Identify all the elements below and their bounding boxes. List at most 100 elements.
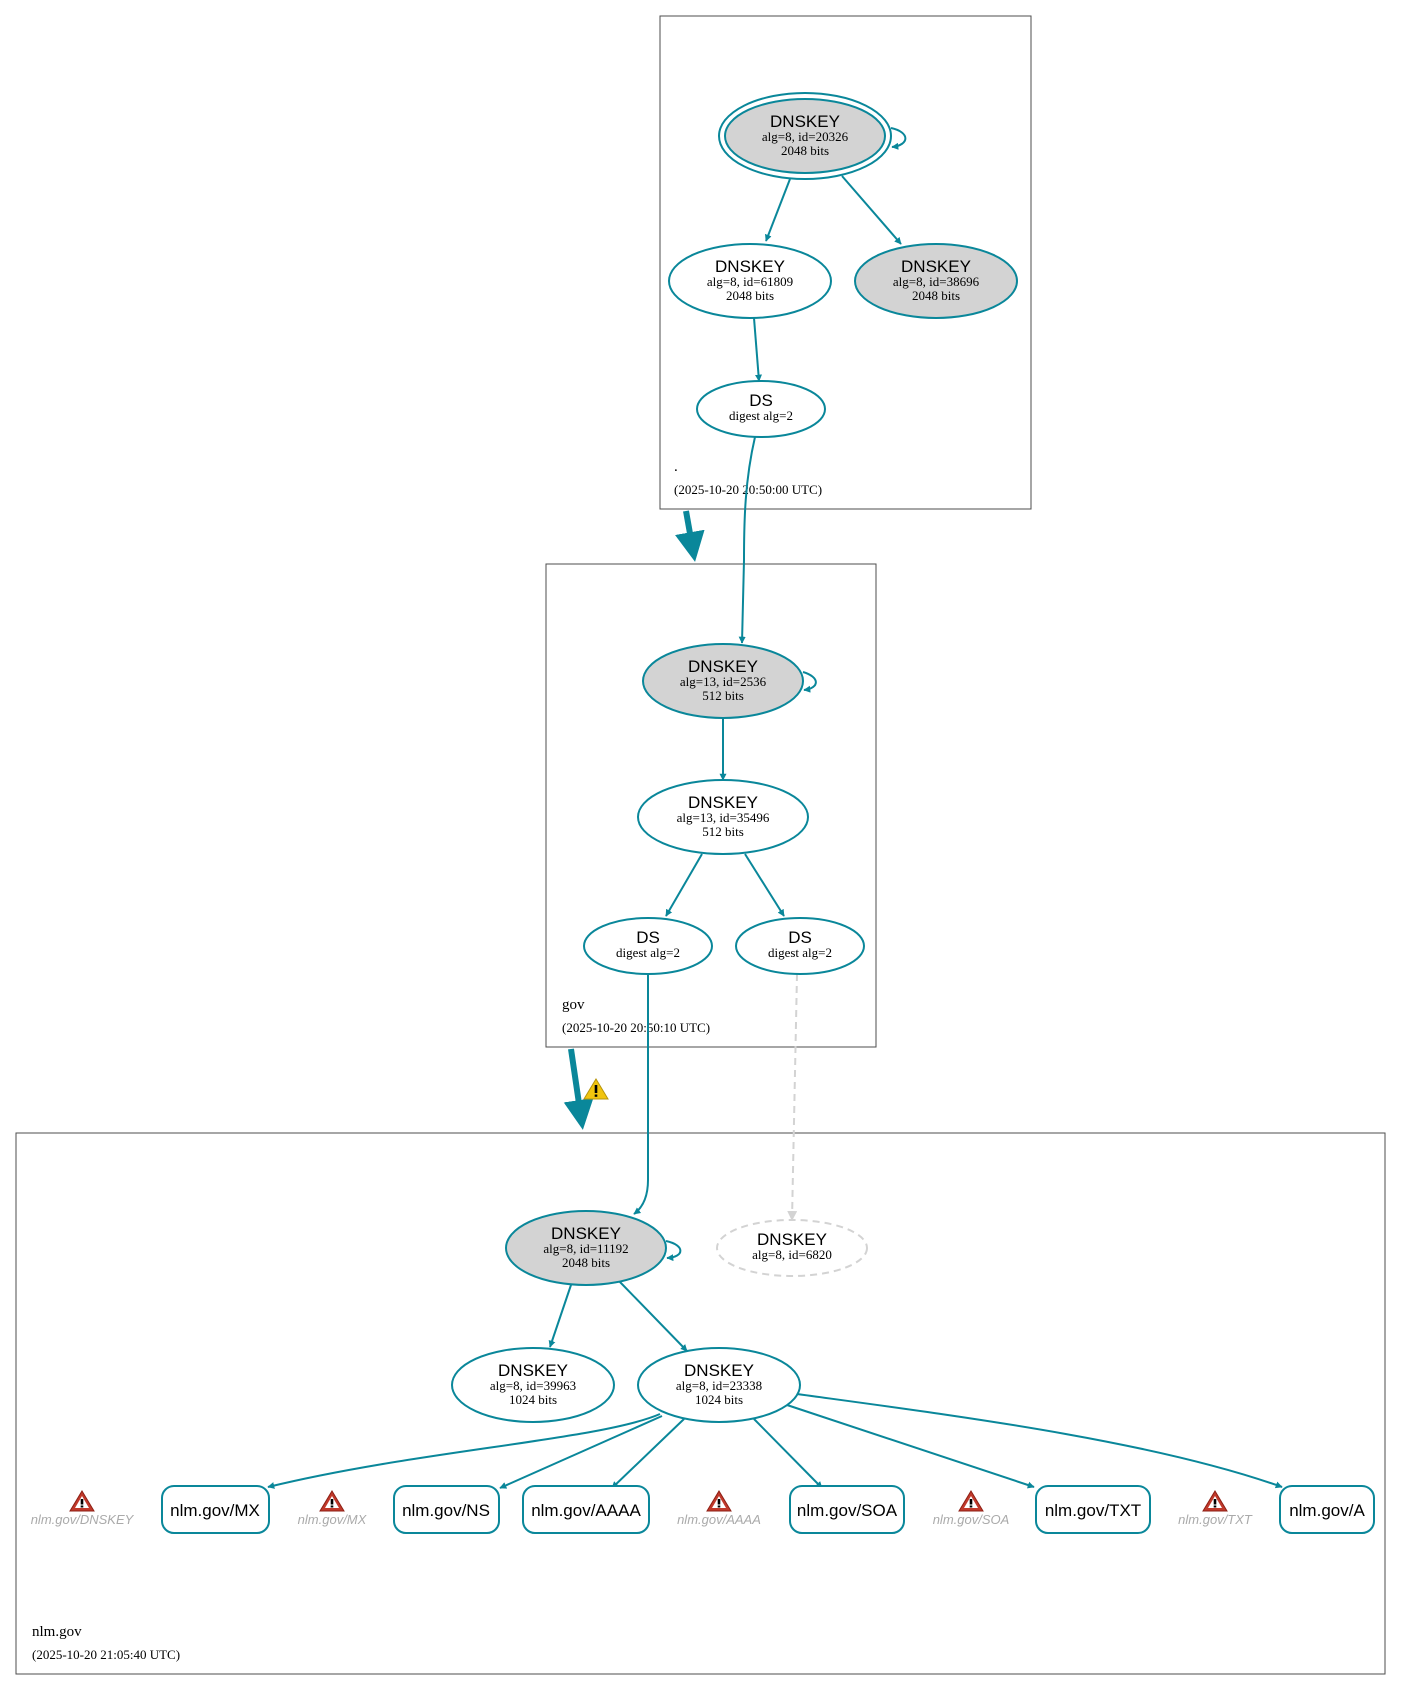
node-nlm-zsk2[interactable]: DNSKEY alg=8, id=23338 1024 bits (637, 1347, 801, 1423)
warning-aaaa[interactable]: nlm.gov/AAAA (677, 1490, 761, 1527)
rrset-soa-label: nlm.gov/SOA (797, 1501, 898, 1520)
zone-root-box (659, 15, 1032, 510)
zone-gov-box (545, 563, 877, 1048)
zone-root-name: . (674, 459, 678, 475)
node-gov-zsk-bits: 512 bits (702, 824, 744, 839)
edge-gov-zsk-to-ds2 (744, 853, 785, 917)
rrset-mx-label: nlm.gov/MX (170, 1501, 260, 1520)
zone-nlm-box (15, 1132, 1386, 1675)
node-gov-ds2-type: DS (788, 928, 812, 947)
node-gov-zsk-type: DNSKEY (688, 793, 758, 812)
error-icon (69, 1490, 95, 1512)
node-gov-zsk[interactable]: DNSKEY alg=13, id=35496 512 bits (637, 779, 809, 855)
node-root-ds[interactable]: DS digest alg=2 (696, 380, 826, 438)
node-root-zsk2-type: DNSKEY (901, 257, 971, 276)
warning-txt[interactable]: nlm.gov/TXT (1178, 1490, 1253, 1527)
node-root-ksk-alg: alg=8, id=20326 (762, 129, 849, 144)
node-root-ksk-type: DNSKEY (770, 112, 840, 131)
node-root-zsk2-bits: 2048 bits (912, 288, 960, 303)
rrset-txt[interactable]: nlm.gov/TXT (1035, 1485, 1151, 1534)
rrset-a-label: nlm.gov/A (1289, 1501, 1365, 1520)
node-nlm-zsk1-alg: alg=8, id=39963 (490, 1378, 576, 1393)
node-nlm-ksk[interactable]: DNSKEY alg=8, id=11192 2048 bits (505, 1210, 667, 1286)
edge-root-zsk1-to-ds (753, 317, 762, 382)
edge-root-ds-to-gov-ksk (738, 436, 756, 644)
node-nlm-zsk2-bits: 1024 bits (695, 1392, 743, 1407)
node-root-ds-type: DS (749, 391, 773, 410)
warning-dnskey-label: nlm.gov/DNSKEY (31, 1512, 135, 1527)
rrset-aaaa-label: nlm.gov/AAAA (531, 1501, 641, 1520)
edge-nlm-ksk-to-zsk1 (548, 1281, 573, 1348)
node-gov-ksk-alg: alg=13, id=2536 (680, 674, 767, 689)
node-nlm-zsk1[interactable]: DNSKEY alg=8, id=39963 1024 bits (451, 1347, 615, 1423)
warning-soa-label: nlm.gov/SOA (933, 1512, 1010, 1527)
node-nlm-zsk2-type: DNSKEY (684, 1361, 754, 1380)
edge-nlm-ksk-self (665, 1240, 682, 1262)
edge-nlm-ksk-to-zsk2 (618, 1280, 688, 1352)
node-gov-zsk-alg: alg=13, id=35496 (677, 810, 770, 825)
edge-nlm-zsk2-to-soa (753, 1418, 823, 1489)
node-gov-ksk-type: DNSKEY (688, 657, 758, 676)
rrset-a[interactable]: nlm.gov/A (1279, 1485, 1375, 1534)
delegation-root-to-gov (675, 510, 705, 562)
node-nlm-missing-key[interactable]: DNSKEY alg=8, id=6820 (716, 1219, 868, 1277)
node-root-zsk1[interactable]: DNSKEY alg=8, id=61809 2048 bits (668, 243, 832, 319)
node-root-zsk1-type: DNSKEY (715, 257, 785, 276)
warning-soa[interactable]: nlm.gov/SOA (933, 1490, 1010, 1527)
warning-dnskey[interactable]: nlm.gov/DNSKEY (31, 1490, 135, 1527)
rrset-soa[interactable]: nlm.gov/SOA (789, 1485, 905, 1534)
node-root-ksk-bits: 2048 bits (781, 143, 829, 158)
edge-nlm-zsk2-to-a (796, 1393, 1283, 1489)
rrset-ns[interactable]: nlm.gov/NS (393, 1485, 500, 1534)
zone-gov-timestamp: (2025-10-20 20:50:10 UTC) (562, 1020, 710, 1035)
rrset-txt-label: nlm.gov/TXT (1045, 1501, 1141, 1520)
node-root-zsk2-alg: alg=8, id=38696 (893, 274, 980, 289)
delegation-gov-to-nlm (563, 1048, 594, 1130)
node-gov-ksk[interactable]: DNSKEY alg=13, id=2536 512 bits (642, 643, 804, 719)
edge-nlm-zsk2-to-ns (499, 1415, 663, 1489)
node-nlm-zsk2-alg: alg=8, id=23338 (676, 1378, 762, 1393)
node-root-ds-digest: digest alg=2 (729, 408, 793, 423)
error-icon (1202, 1490, 1228, 1512)
node-gov-ds2[interactable]: DS digest alg=2 (735, 917, 865, 975)
node-root-zsk1-bits: 2048 bits (726, 288, 774, 303)
zone-nlm-timestamp: (2025-10-20 21:05:40 UTC) (32, 1647, 180, 1662)
node-nlm-ksk-alg: alg=8, id=11192 (543, 1241, 628, 1256)
zone-root-timestamp: (2025-10-20 20:50:00 UTC) (674, 482, 822, 497)
edge-gov-zsk-to-ds1 (665, 853, 703, 917)
node-nlm-ksk-bits: 2048 bits (562, 1255, 610, 1270)
edge-nlm-zsk2-to-aaaa (611, 1418, 685, 1489)
error-icon (319, 1490, 345, 1512)
node-root-zsk2[interactable]: DNSKEY alg=8, id=38696 2048 bits (854, 243, 1018, 319)
edge-gov-ds1-to-nlm-ksk (633, 974, 649, 1215)
zone-nlm-name: nlm.gov (32, 1624, 82, 1640)
node-root-zsk1-alg: alg=8, id=61809 (707, 274, 793, 289)
rrset-aaaa[interactable]: nlm.gov/AAAA (522, 1485, 650, 1534)
edge-nlm-zsk2-to-mx (267, 1413, 661, 1489)
error-icon (958, 1490, 984, 1512)
edge-root-ksk-self (890, 127, 907, 150)
node-root-ksk[interactable]: DNSKEY alg=8, id=20326 2048 bits (718, 92, 892, 180)
rrset-ns-label: nlm.gov/NS (402, 1501, 490, 1520)
warning-mx[interactable]: nlm.gov/MX (298, 1490, 368, 1527)
edge-nlm-zsk2-to-txt (786, 1404, 1035, 1489)
delegation-warning-icon (583, 1078, 609, 1100)
edge-gov-ksk-self (802, 671, 817, 693)
node-nlm-ksk-type: DNSKEY (551, 1224, 621, 1243)
node-gov-ds1-digest: digest alg=2 (616, 945, 680, 960)
node-nlm-missing-key-alg: alg=8, id=6820 (752, 1247, 832, 1262)
node-nlm-zsk1-type: DNSKEY (498, 1361, 568, 1380)
warning-aaaa-label: nlm.gov/AAAA (677, 1512, 761, 1527)
warning-mx-label: nlm.gov/MX (298, 1512, 368, 1527)
error-icon (706, 1490, 732, 1512)
node-gov-ksk-bits: 512 bits (702, 688, 744, 703)
node-gov-ds1-type: DS (636, 928, 660, 947)
node-gov-ds2-digest: digest alg=2 (768, 945, 832, 960)
edge-root-ksk-to-zsk2 (841, 175, 902, 245)
rrset-mx[interactable]: nlm.gov/MX (161, 1485, 270, 1534)
edge-root-ksk-to-zsk1 (765, 178, 791, 242)
node-gov-ds1[interactable]: DS digest alg=2 (583, 917, 713, 975)
node-nlm-missing-key-type: DNSKEY (757, 1230, 827, 1249)
zone-gov-name: gov (562, 997, 585, 1013)
